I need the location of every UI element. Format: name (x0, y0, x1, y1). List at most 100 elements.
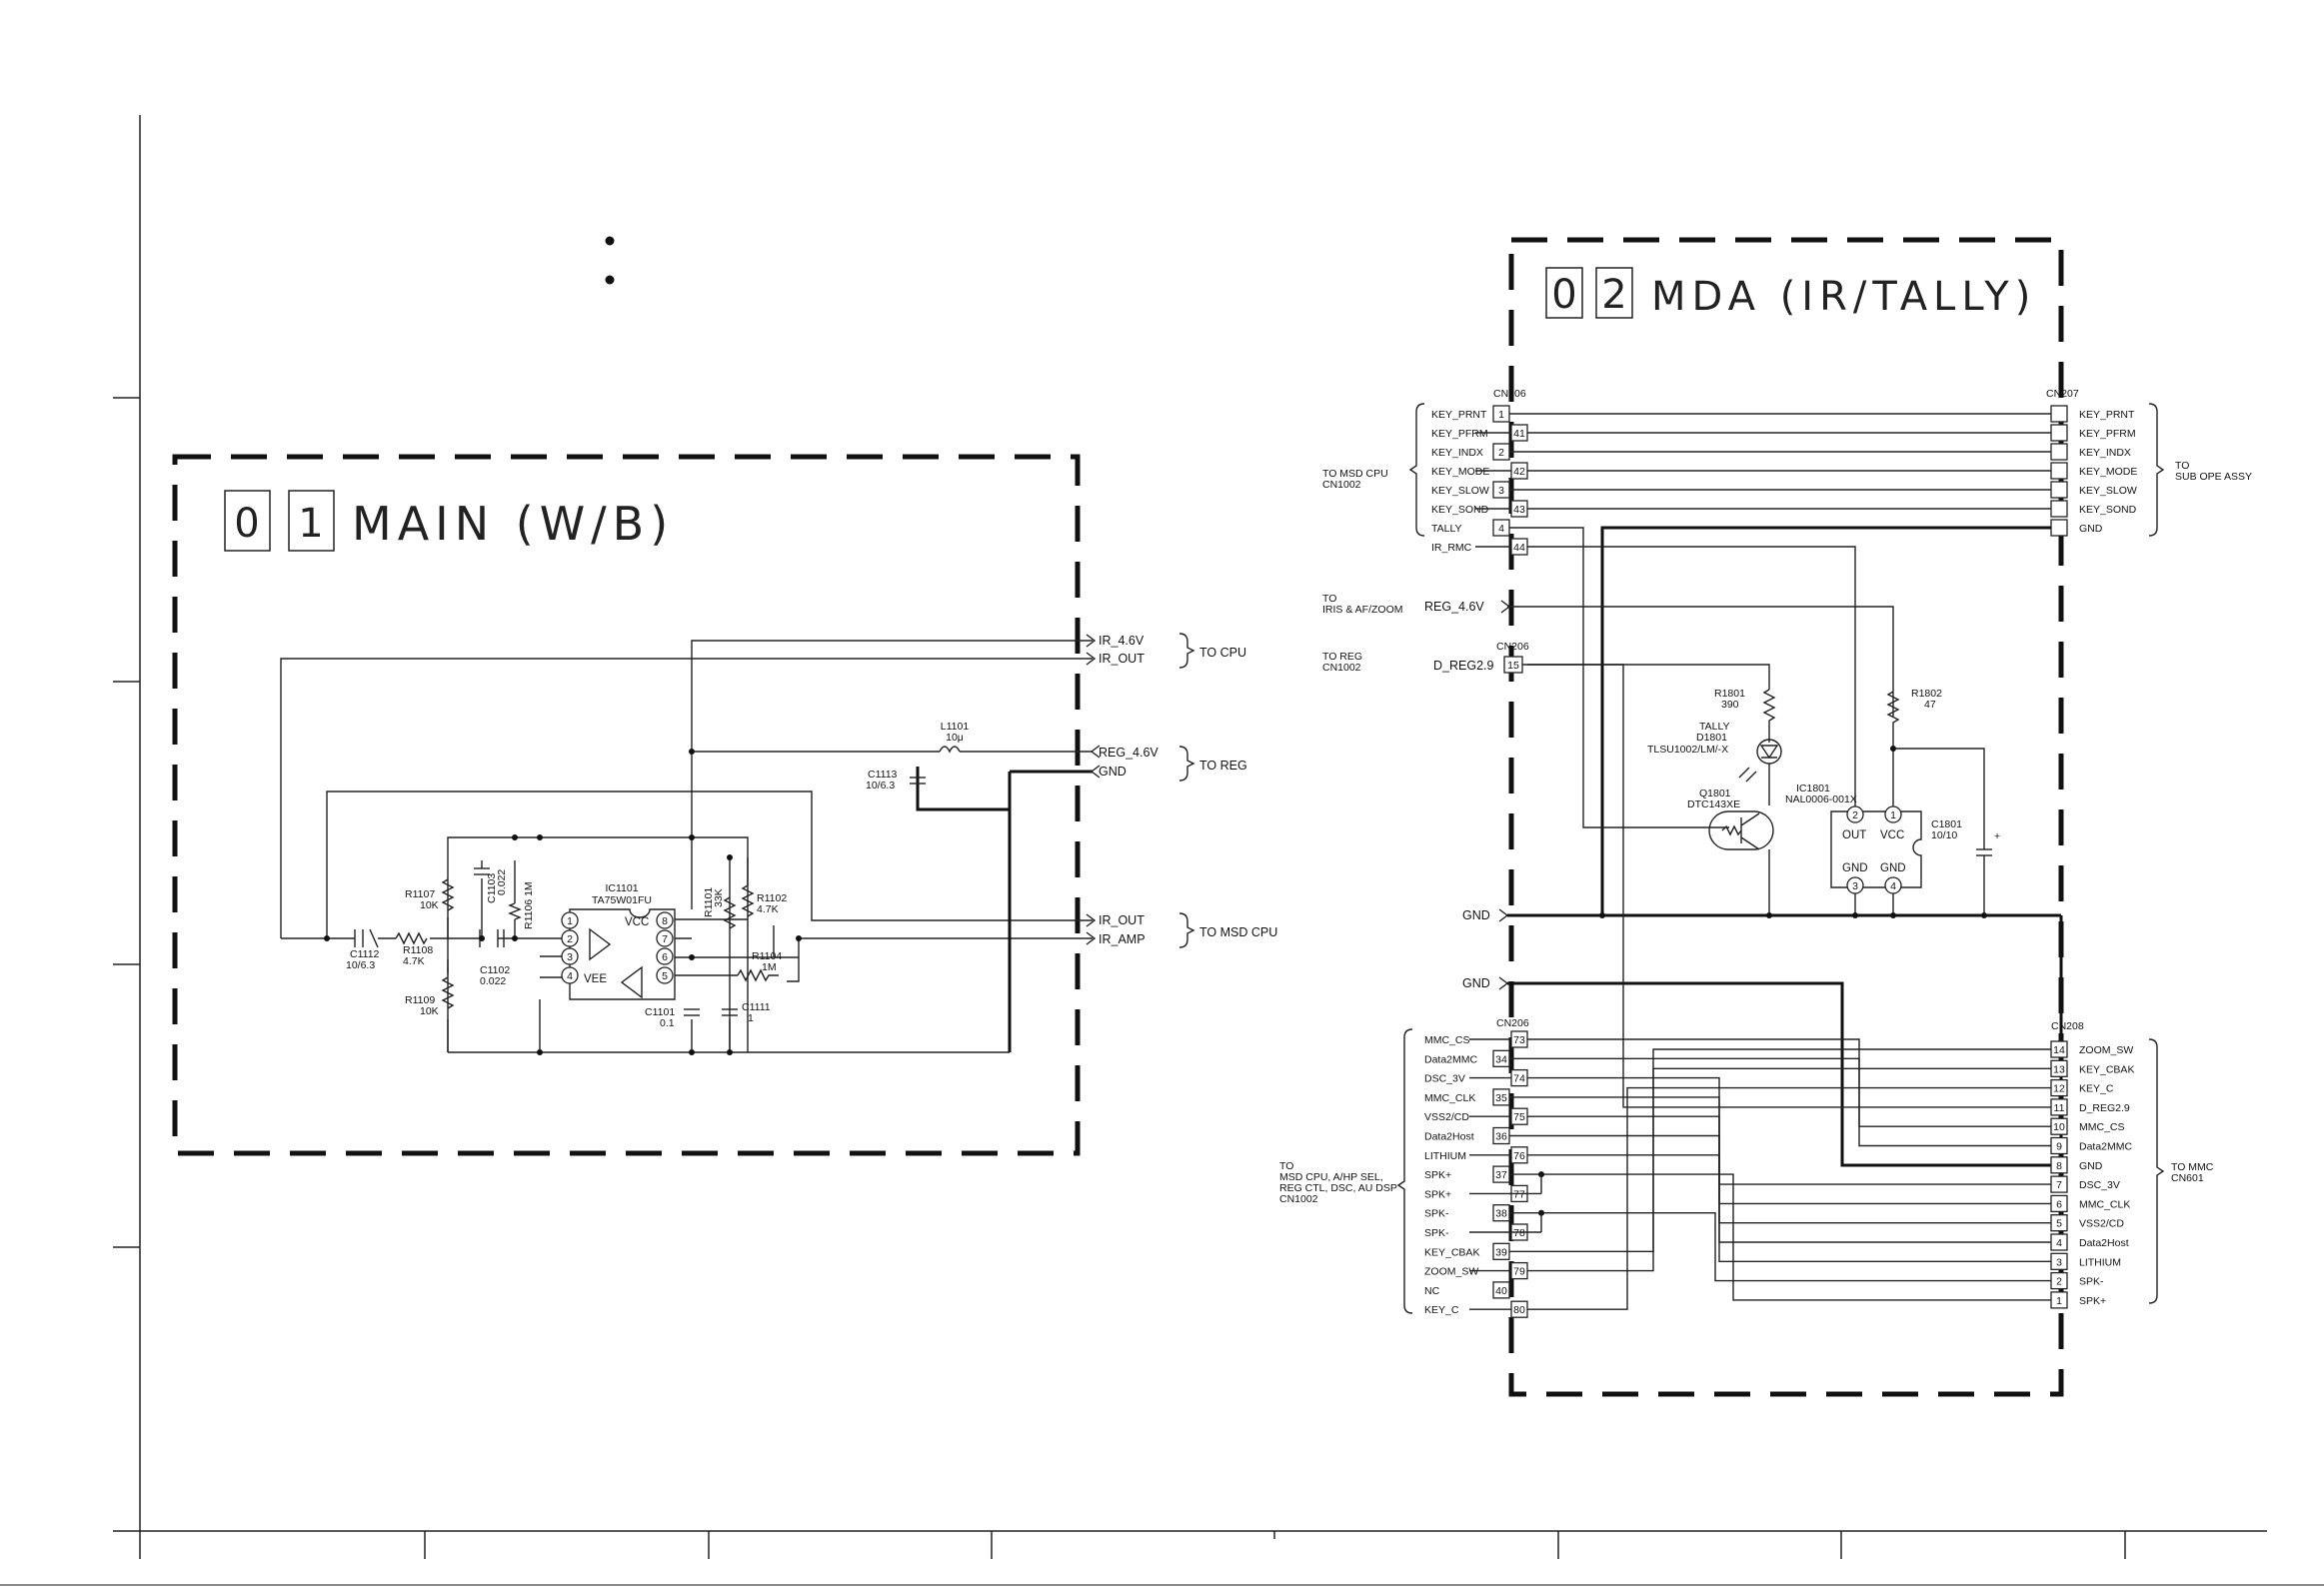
cn206-signal-label: VSS2/CD (1424, 1111, 1469, 1123)
gnd-label-1: GND (1462, 908, 1490, 922)
cn206-pin-number: 42 (1513, 466, 1525, 478)
to-sub-label: SUB OPE ASSY (2175, 471, 2252, 483)
ic1801-vcc: VCC (1880, 829, 1904, 841)
r1109-ref: R1109 (405, 994, 435, 1006)
r1108-value: 4.7K (403, 955, 425, 967)
c1101-value: 0.1 (660, 1017, 675, 1029)
main-block-number-1: 0 (234, 501, 259, 547)
cn206-pin-number: 37 (1495, 1169, 1507, 1181)
cn208-pin-number: 4 (2056, 1237, 2062, 1249)
cn206-signal-label: KEY_SLOW (1431, 485, 1489, 497)
c1103-ref: C1103 (486, 873, 498, 903)
cn208-signal-label: MMC_CS (2079, 1121, 2125, 1133)
ic-pin: 5 (662, 970, 668, 982)
cn208-signal-label: GND (2079, 1160, 2103, 1172)
r1107-ref: R1107 (405, 888, 435, 900)
r1101-ref: R1101 (703, 887, 715, 917)
ic-pin: 7 (662, 933, 668, 945)
cn208-pin-number: 8 (2056, 1160, 2062, 1172)
cn206-signal-label: ZOOM_SW (1424, 1266, 1478, 1278)
tally-label: TALLY (1699, 721, 1730, 733)
cn206-signal-label: IR_RMC (1431, 542, 1472, 554)
cn206-signal-label: KEY_CBAK (1424, 1246, 1479, 1258)
cn208-signal-label: VSS2/CD (2079, 1218, 2124, 1230)
connector-label: IR_OUT (1099, 913, 1145, 927)
r1802-ref: R1802 (1911, 688, 1942, 700)
cn206-signal-label: Data2MMC (1424, 1053, 1478, 1065)
cn206-signal-label: NC (1424, 1285, 1440, 1297)
cn206-pin-number: 35 (1495, 1092, 1507, 1104)
cn206-pin-number: 3 (1498, 485, 1504, 497)
cn208-signal-label: D_REG2.9 (2079, 1102, 2130, 1114)
cn206-bottom-label: CN206 (1496, 1017, 1529, 1029)
cn206-signal-label: KEY_SOND (1431, 504, 1489, 516)
cn208-signal-label: Data2MMC (2079, 1141, 2133, 1153)
cn206-signal-label: KEY_PRNT (1431, 409, 1487, 421)
cn208-pin-number: 2 (2056, 1276, 2062, 1288)
cn206-pin-number: 75 (1513, 1111, 1525, 1123)
r1107-value: 10K (420, 899, 439, 911)
target-label: TO REG (1199, 759, 1247, 773)
cn207-signal-label: KEY_SLOW (2079, 485, 2137, 497)
connector-label: IR_AMP (1099, 932, 1146, 946)
cn206-signal-label: KEY_INDX (1431, 447, 1483, 459)
cn206-pin-number: 44 (1513, 542, 1525, 554)
cn207-signal-label: KEY_SOND (2079, 504, 2137, 516)
d1801-part: TLSU1002/LM/-X (1647, 744, 1728, 756)
connector-label: IR_OUT (1099, 652, 1145, 666)
d-reg-pin: 15 (1507, 660, 1519, 672)
to-reg-label: TO REG (1322, 651, 1362, 663)
ic-pin: 2 (1852, 809, 1858, 821)
gnd-label-2: GND (1462, 976, 1490, 990)
cn207-label: CN207 (2046, 388, 2079, 400)
to-msd-cpu-label: CN1002 (1322, 479, 1361, 491)
l1101-value: 10μ (946, 732, 964, 744)
c1112-ref: C1112 (350, 948, 380, 960)
cn208-signal-label: ZOOM_SW (2079, 1044, 2133, 1056)
main-block-border (172, 454, 1081, 1156)
c1113-value: 10/6.3 (866, 780, 895, 792)
cn206-pin-number: 36 (1495, 1131, 1507, 1143)
r1102-value: 4.7K (757, 903, 779, 915)
cn206-pin-number: 80 (1513, 1304, 1525, 1316)
mda-block-title: MDA (IR/TALLY) (1651, 274, 2036, 320)
cn206-signal-label: KEY_MODE (1431, 466, 1489, 478)
mda-bottom-wires (1509, 664, 2051, 1310)
cn206-pin-number: 38 (1495, 1208, 1507, 1220)
c1112-value: 10/6.3 (346, 959, 375, 971)
connector-label: IR_4.6V (1099, 634, 1145, 648)
r1102-ref: R1102 (757, 892, 787, 904)
cn206-signal-label: KEY_C (1424, 1304, 1459, 1316)
cn206-signal-label: TALLY (1431, 523, 1462, 535)
cn208-signal-label: KEY_CBAK (2079, 1063, 2134, 1075)
to-reg-label: CN1002 (1322, 662, 1361, 674)
cn207-signal-label: KEY_MODE (2079, 466, 2137, 478)
cn208-pin-number: 5 (2056, 1218, 2062, 1230)
cn206-pin-number: 34 (1495, 1053, 1507, 1065)
ic-pin: 3 (1852, 880, 1858, 892)
q1801-body (1708, 810, 1774, 850)
cn206-pin-number: 41 (1513, 428, 1525, 440)
ic-pin: 2 (567, 933, 573, 945)
mda-top-wires (1507, 413, 2051, 915)
cn207-signal-label: KEY_INDX (2079, 447, 2131, 459)
c1801-ref: C1801 (1931, 818, 1962, 830)
to-msd-multi-label: MSD CPU, A/HP SEL, (1279, 1171, 1383, 1183)
ic1801-ref: IC1801 (1796, 783, 1830, 794)
cn208-pin-number: 3 (2056, 1256, 2062, 1268)
c1102-ref: C1102 (480, 964, 510, 976)
ic-pin: 6 (662, 951, 668, 963)
to-msd-multi-label: REG CTL, DSC, AU DSP (1279, 1182, 1397, 1194)
c1111-value: 1 (748, 1012, 754, 1024)
to-msd-multi-label: CN1002 (1279, 1193, 1318, 1205)
r1802-value: 47 (1924, 699, 1936, 711)
resistor-symbols (395, 861, 779, 1009)
cn208-signal-label: SPK- (2079, 1276, 2104, 1288)
cn206-signal-label: SPK- (1424, 1208, 1449, 1220)
bullet-dot (605, 236, 615, 246)
plus-mark: + (1994, 830, 2000, 842)
cn206-pin-number: 39 (1495, 1246, 1507, 1258)
d1801-ref: D1801 (1696, 732, 1727, 744)
to-msd-cpu-label: TO MSD CPU (1322, 468, 1388, 480)
cn206-signal-label: Data2Host (1424, 1131, 1474, 1143)
